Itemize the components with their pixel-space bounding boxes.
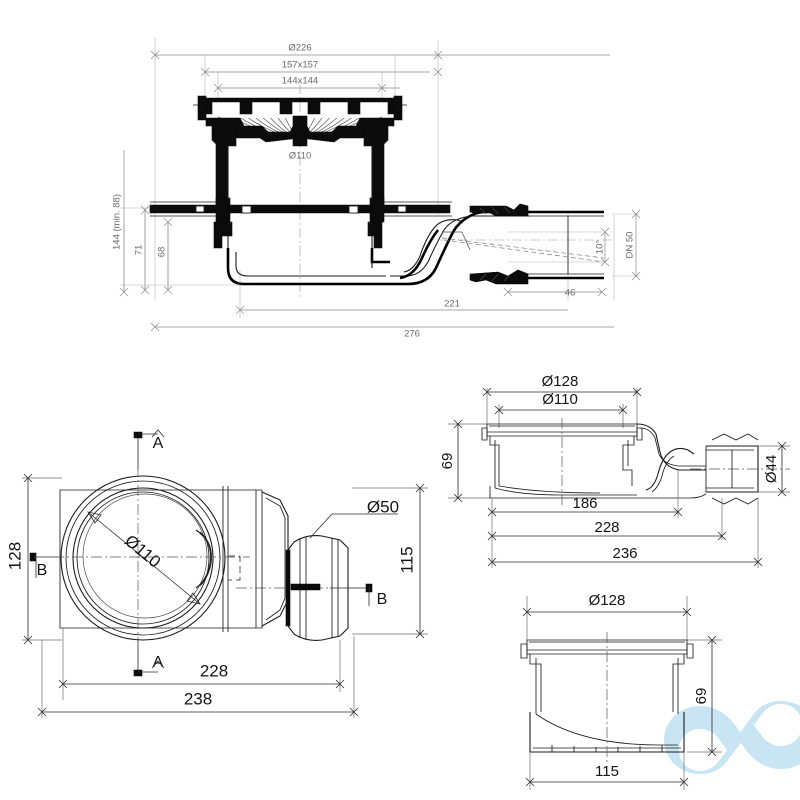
infinity-logo-watermark: [664, 701, 800, 774]
dim-side-length-overall: 236: [612, 545, 637, 562]
top-dimension-lines: [150, 50, 610, 93]
detail-top-dim: [522, 596, 692, 640]
siphon-trap-profile: [388, 203, 530, 286]
body-detail-view: Ø128 6: [520, 592, 722, 790]
dim-frame-square-outer: 157x157: [282, 60, 318, 71]
plan-bore-diameter-leader: [87, 511, 201, 605]
dim-detail-width: 115: [595, 763, 619, 780]
dim-side-height: 69: [439, 453, 456, 470]
plan-right-dim: [352, 483, 428, 639]
section-marker-a-top: A: [133, 429, 165, 470]
dim-frame-square-inner: 144x144: [282, 76, 318, 87]
side-section-view: Ø128 Ø110 69: [439, 373, 790, 568]
outlet-pipe-dn50: [441, 210, 605, 280]
dim-side-length-to-bend: 186: [572, 495, 597, 512]
clamp-flange-section: [149, 197, 452, 249]
right-dimension-lines: [600, 209, 641, 281]
plan-view: A A B B: [5, 429, 428, 718]
plan-outlet-dia-leader: [309, 513, 398, 539]
section-label-a-bottom: A: [153, 654, 164, 671]
bottom-dimension-lines: [150, 287, 614, 332]
left-dimension-lines: [119, 150, 173, 297]
dim-side-flange-dia: Ø128: [542, 373, 579, 390]
plan-internal-step: [228, 555, 241, 581]
dim-plan-length-inner: 228: [200, 661, 228, 680]
dim-detail-height: 69: [693, 688, 710, 705]
section-marker-a-bottom: A: [133, 640, 165, 677]
main-vertical-section-view: Ø226 157x157 144x144 144 (min. 88) 71 68: [112, 38, 641, 340]
dim-plan-bore-dia: Ø110: [121, 531, 164, 571]
dim-plan-body-depth: 115: [397, 546, 416, 573]
dim-height-mid: 71: [134, 245, 145, 256]
side-left-dim: [448, 419, 490, 503]
dim-detail-flange-dia: Ø128: [589, 592, 626, 609]
section-label-a-top: A: [153, 435, 164, 452]
dim-plan-outlet-dia: Ø50: [367, 497, 399, 516]
dim-outlet-angle: 10°: [595, 240, 606, 255]
section-label-b-right: B: [377, 591, 388, 608]
dim-height-low: 68: [157, 247, 168, 258]
side-body-profile: [481, 423, 759, 505]
dim-plan-length-overall: 238: [184, 689, 212, 708]
dim-length-to-outlet: 221: [444, 299, 460, 310]
dim-plan-body-width: 128: [5, 542, 24, 570]
dim-side-length-mid: 228: [594, 519, 619, 536]
plan-drain-circles: [60, 475, 226, 641]
plan-left-dim: [22, 473, 62, 645]
section-marker-b-right: B: [330, 583, 388, 608]
section-label-b-left: B: [37, 562, 48, 579]
detail-bottom-dim: [525, 752, 689, 790]
plan-outlet-spigot: [285, 535, 349, 641]
dim-body-bore-dia: Ø110: [289, 151, 312, 162]
detail-right-dim: [687, 635, 722, 757]
dim-outlet-size: DN 50: [625, 232, 636, 259]
grate-frame-section: [193, 95, 407, 147]
dim-overall-length: 276: [404, 329, 420, 340]
dim-total-height: 144 (min. 88): [112, 194, 123, 250]
side-bottom-dims: [487, 470, 763, 568]
trap-body-outline: [226, 248, 390, 286]
dim-side-bore-dia: Ø110: [542, 391, 578, 408]
dim-grate-outer-dia: Ø226: [288, 43, 311, 54]
dim-outlet-length: 46: [565, 288, 576, 299]
plan-bottom-dims: [37, 628, 359, 718]
